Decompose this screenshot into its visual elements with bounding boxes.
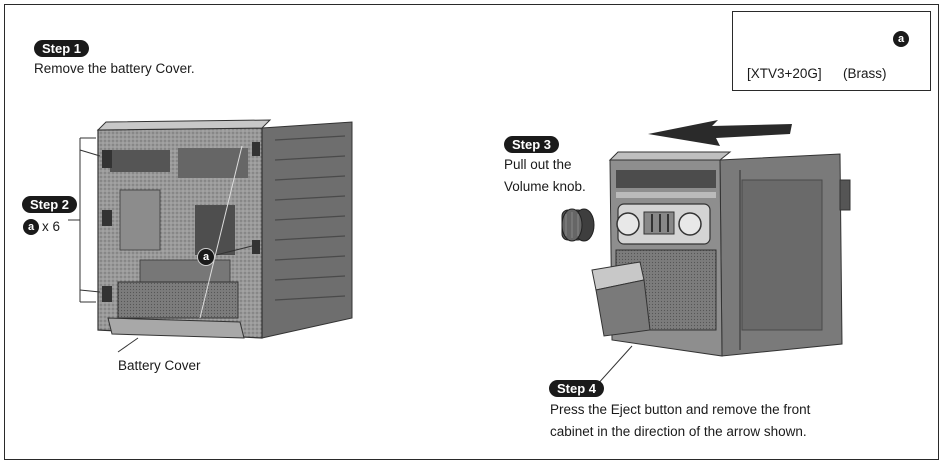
step-4-badge: Step 4 <box>549 380 605 397</box>
battery-cover-label: Battery Cover <box>118 358 201 373</box>
part-code: [XTV3+20G] <box>747 66 822 81</box>
step-2-badge: Step 2 <box>22 196 78 213</box>
step-3-badge: Step 3 <box>504 136 560 153</box>
step-4-line-1: Press the Eject button and remove the fr… <box>550 402 811 417</box>
step-3-line-2: Volume knob. <box>504 179 586 194</box>
front-unit-illustration <box>561 120 851 387</box>
screw-marker-badge: a <box>893 31 909 47</box>
step-4-line-2: cabinet in the direction of the arrow sh… <box>550 424 807 439</box>
unit-screw-marker: a <box>197 248 215 266</box>
rear-unit-illustration <box>68 119 353 353</box>
step-2-screw-marker: a <box>23 219 39 235</box>
diagram-frame <box>4 4 939 460</box>
direction-arrow-icon <box>648 120 792 146</box>
step-3-line-1: Pull out the <box>504 157 572 172</box>
part-spec-box: a [XTV3+20G] (Brass) <box>732 11 931 91</box>
step-1-instruction: Remove the battery Cover. <box>34 61 195 76</box>
volume-knob-illustration <box>561 208 595 242</box>
step-2-count: x 6 <box>42 219 61 234</box>
step-1-badge: Step 1 <box>34 40 90 57</box>
part-material: (Brass) <box>843 66 887 81</box>
